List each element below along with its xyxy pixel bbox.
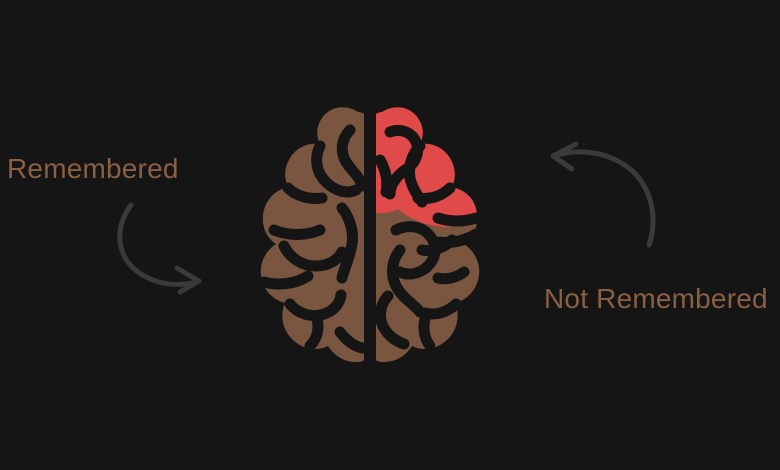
- brain-svg: [258, 107, 482, 366]
- right-curved-arrow: [550, 141, 656, 248]
- left-curved-arrow: [117, 202, 202, 295]
- brain-illustration: [250, 100, 490, 370]
- brain-sulci-left: [258, 124, 368, 354]
- label-remembered: Remembered: [7, 153, 179, 184]
- brain-central-fissure: [364, 108, 376, 366]
- brain-highlight-region: [376, 107, 477, 227]
- brain-sulci-highlight: [374, 124, 482, 227]
- label-not-remembered: Not Remembered: [544, 283, 768, 314]
- brain-sulci-right: [375, 221, 482, 352]
